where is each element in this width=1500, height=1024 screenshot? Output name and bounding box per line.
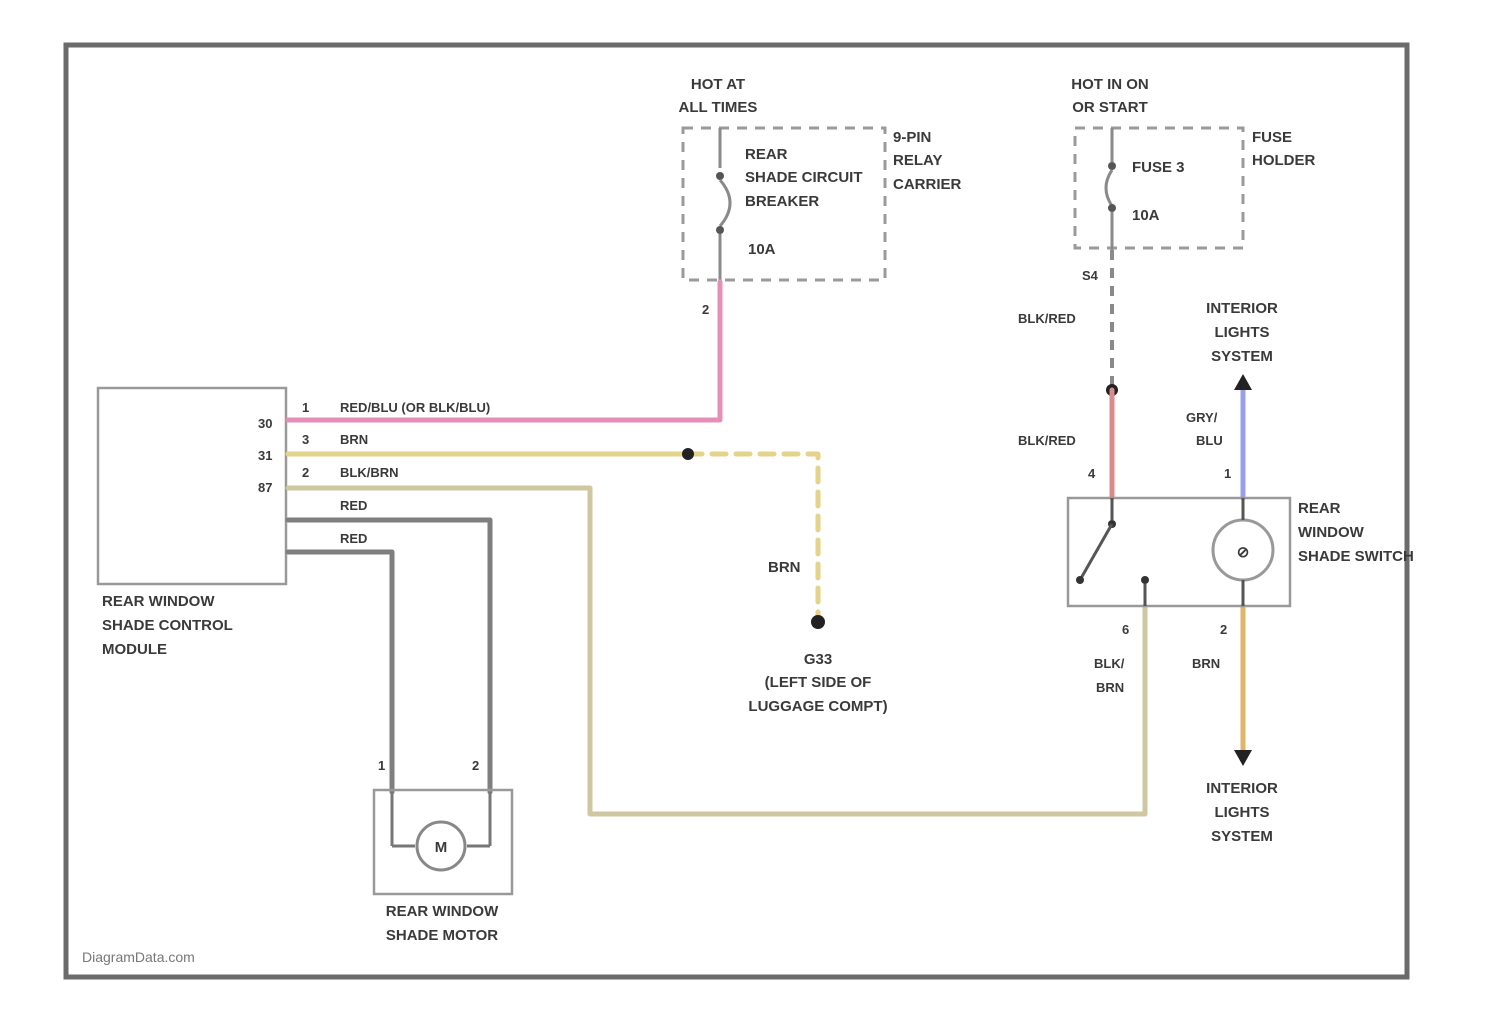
ground-point (811, 615, 825, 629)
wire-3-pin: 2 (302, 465, 309, 480)
fuse-terminal-top (1108, 162, 1116, 170)
breaker-terminal-top (716, 172, 724, 180)
motor-name-2: SHADE MOTOR (386, 927, 498, 944)
breaker-name-3: BREAKER (745, 193, 819, 210)
ground-wire-label: BRN (768, 559, 801, 576)
interior-bottom-line2: LIGHTS (1215, 804, 1270, 821)
fuse-power-label-1: HOT IN ON (1071, 76, 1149, 93)
switch-pin-6: 6 (1122, 622, 1129, 637)
motor-name-1: REAR WINDOW (386, 903, 499, 920)
wire-5-color-label: RED (340, 531, 367, 546)
ground-name-3: LUGGAGE COMPT) (748, 698, 887, 715)
switch-pin-1: 1 (1224, 466, 1231, 481)
switch-pin-2: 2 (1220, 622, 1227, 637)
wire-red-motor-1 (288, 552, 392, 792)
shade-switch-box (1068, 498, 1290, 606)
switch-name-1: REAR (1298, 500, 1341, 517)
fuse-terminal-bottom (1108, 204, 1116, 212)
fuse-rating: 10A (1132, 207, 1160, 224)
breaker-power-label-2: ALL TIMES (679, 99, 758, 116)
wire-2-color-label: BRN (340, 432, 368, 447)
arrow-down-icon (1234, 750, 1252, 766)
fuse-group: HOT IN ON OR START FUSE 3 10A FUSE HOLDE… (1071, 76, 1315, 283)
breaker-terminal-bottom (716, 226, 724, 234)
wire-blk-brn (288, 488, 1145, 814)
switch-lamp-symbol: ⊘ (1237, 544, 1250, 561)
shade-switch-group: ⊘ REAR WINDOW SHADE SWITCH 4 1 6 2 BLK/R… (1018, 311, 1414, 695)
interior-lights-top-group: INTERIOR LIGHTS SYSTEM (1206, 300, 1278, 390)
module-name-2: SHADE CONTROL (102, 617, 233, 634)
wire-4-color-label: RED (340, 498, 367, 513)
switch-pin-4: 4 (1088, 466, 1096, 481)
switch-wire-blk: BLK/ (1094, 656, 1125, 671)
wire-brn-ground (688, 454, 818, 622)
breaker-rating: 10A (748, 241, 776, 258)
ground-name-2: (LEFT SIDE OF (765, 674, 872, 691)
switch-wire-brn-right: BRN (1192, 656, 1220, 671)
ground-group: BRN G33 (LEFT SIDE OF LUGGAGE COMPT) (748, 559, 887, 715)
switch-wire-blk-red-upper: BLK/RED (1018, 311, 1076, 326)
fuse-connector-label: S4 (1082, 268, 1099, 283)
breaker-name-2: SHADE CIRCUIT (745, 169, 863, 186)
switch-wire-blk-red-lower: BLK/RED (1018, 433, 1076, 448)
interior-bottom-line1: INTERIOR (1206, 780, 1278, 797)
arrow-up-icon (1234, 374, 1252, 390)
breaker-name-1: REAR (745, 146, 788, 163)
module-name-3: MODULE (102, 641, 167, 658)
fuse-holder-box (1075, 128, 1243, 248)
motor-pin-1: 1 (378, 758, 385, 773)
fuse-holder-label-1: FUSE (1252, 129, 1292, 146)
module-terminal-31: 31 (258, 448, 272, 463)
relay-carrier-label-2: RELAY (893, 152, 942, 169)
wire-1-color-label: RED/BLU (OR BLK/BLU) (340, 400, 490, 415)
switch-wire-blu: BLU (1196, 433, 1223, 448)
interior-bottom-line3: SYSTEM (1211, 828, 1273, 845)
wire-1-pin: 1 (302, 400, 309, 415)
motor-pin-2: 2 (472, 758, 479, 773)
switch-name-2: WINDOW (1298, 524, 1365, 541)
interior-top-line1: INTERIOR (1206, 300, 1278, 317)
breaker-power-label-1: HOT AT (691, 76, 745, 93)
module-terminal-87: 87 (258, 480, 272, 495)
wire-3-color-label: BLK/BRN (340, 465, 399, 480)
watermark: DiagramData.com (82, 949, 195, 965)
switch-wire-brn-left: BRN (1096, 680, 1124, 695)
fuse-name: FUSE 3 (1132, 159, 1185, 176)
splice-dot (682, 448, 694, 460)
interior-top-line3: SYSTEM (1211, 348, 1273, 365)
module-terminal-30: 30 (258, 416, 272, 431)
relay-carrier-label-1: 9-PIN (893, 129, 931, 146)
motor-symbol: M (435, 839, 448, 856)
diagram-frame (66, 45, 1407, 977)
fuse-element (1106, 170, 1112, 206)
switch-pivot (1076, 576, 1084, 584)
wire-2-pin: 3 (302, 432, 309, 447)
switch-blade (1080, 524, 1112, 580)
switch-wire-gry: GRY/ (1186, 410, 1218, 425)
breaker-element (720, 180, 730, 226)
module-name-1: REAR WINDOW (102, 593, 215, 610)
interior-lights-bottom-group: INTERIOR LIGHTS SYSTEM (1206, 750, 1278, 845)
switch-contact-bottom (1141, 576, 1149, 584)
control-module-group: 30 31 87 REAR WINDOW SHADE CONTROL MODUL… (98, 388, 490, 658)
ground-name-1: G33 (804, 651, 832, 668)
wire-red-motor-2 (288, 520, 490, 792)
breaker-pin-label: 2 (702, 302, 709, 317)
relay-carrier-label-3: CARRIER (893, 176, 962, 193)
fuse-power-label-2: OR START (1072, 99, 1148, 116)
interior-top-line2: LIGHTS (1215, 324, 1270, 341)
fuse-holder-label-2: HOLDER (1252, 152, 1316, 169)
switch-name-3: SHADE SWITCH (1298, 548, 1414, 565)
